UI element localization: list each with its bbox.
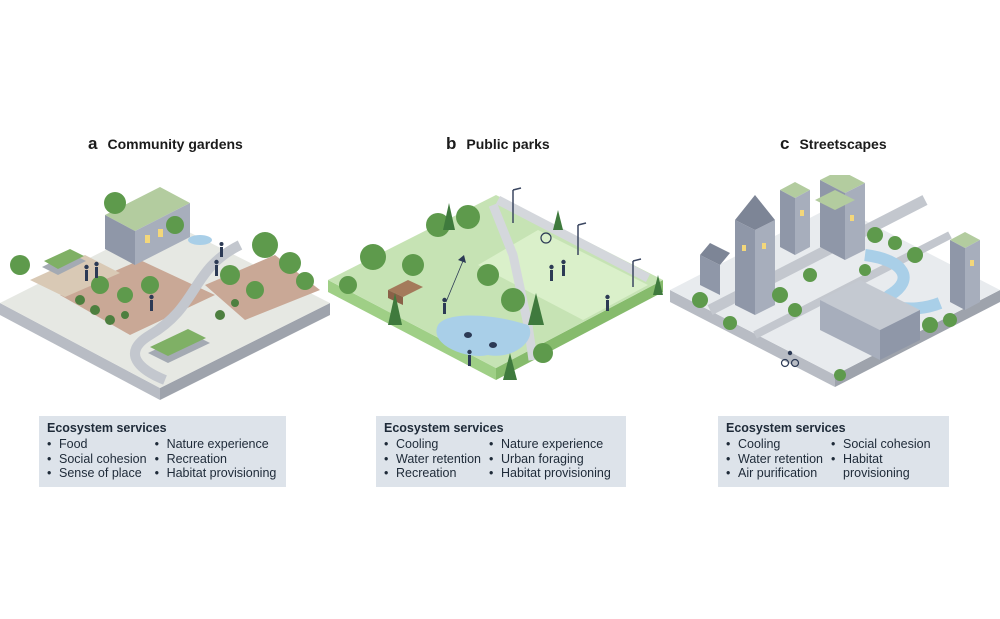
panel-a-title: a Community gardens (88, 134, 243, 154)
panel-c-services-box: Ecosystem services •Cooling •Water reten… (718, 416, 949, 487)
service-item: •Sense of place (47, 466, 142, 480)
panel-c-letter: c (780, 134, 790, 153)
service-item: •Nature experience (489, 437, 604, 451)
community-gardens-illustration (0, 187, 330, 400)
service-item: •Urban foraging (489, 451, 584, 466)
service-item: •Cooling (726, 437, 781, 451)
panel-c-services-heading: Ecosystem services (726, 421, 846, 435)
panel-b-title-text: Public parks (466, 136, 550, 152)
panel-b-services-col1: •Cooling •Water retention •Recreation (384, 437, 481, 481)
panel-b-services-box: Ecosystem services •Cooling •Water reten… (376, 416, 626, 487)
panel-c-services-col1: •Cooling •Water retention •Air purificat… (726, 437, 823, 481)
service-item: •Habitat provisioning (489, 466, 611, 480)
panel-a-letter: a (88, 134, 98, 153)
panel-a-services-box: Ecosystem services •Food •Social cohesio… (39, 416, 286, 487)
panel-a-services-col2: •Nature experience •Recreation •Habitat … (155, 437, 277, 481)
service-item: •Habitat provisioning (154, 466, 277, 480)
service-item: •Water retention (384, 451, 481, 466)
service-item: •Air purification (726, 466, 818, 480)
panel-b-letter: b (446, 134, 457, 153)
service-item: •Food (47, 437, 88, 451)
streetscapes-illustration (670, 175, 1000, 387)
service-item: •Recreation (384, 466, 457, 480)
panel-a-services-heading: Ecosystem services (47, 421, 167, 435)
service-item: •Recreation (154, 451, 228, 466)
panel-a-title-text: Community gardens (107, 136, 243, 152)
panel-b-title: b Public parks (446, 134, 550, 154)
panel-b-services-col2: •Nature experience •Urban foraging •Habi… (489, 437, 611, 481)
service-item: •Water retention (726, 451, 823, 466)
panel-c-title: c Streetscapes (780, 134, 887, 154)
panel-b-services-heading: Ecosystem services (384, 421, 504, 435)
service-item: •Cooling (384, 437, 439, 451)
panel-c-title-text: Streetscapes (799, 136, 887, 152)
service-item: •Social cohesion (47, 451, 147, 466)
service-item: •Social cohesion (831, 437, 931, 451)
public-parks-illustration (328, 187, 663, 380)
panel-a-services-col1: •Food •Social cohesion •Sense of place (47, 437, 147, 481)
service-item: •Nature experience (154, 437, 269, 451)
